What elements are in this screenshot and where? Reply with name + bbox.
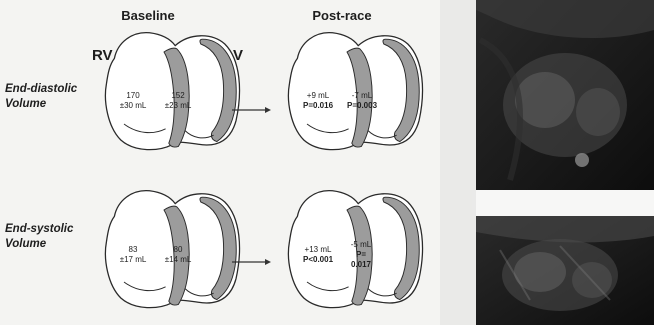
baseline-diastolic-lv-sd: ±23 mL — [165, 101, 192, 110]
post-diastolic-rv-p: P=0.016 — [303, 101, 334, 110]
baseline-diastolic-rv-sd: ±30 mL — [120, 101, 147, 110]
post-diastolic-lv-change: -7 mL — [352, 91, 373, 100]
post-systolic-rv-change: +13 mL — [305, 245, 332, 254]
row-label-systolic-line2: Volume — [5, 238, 47, 250]
post-systolic-lv-change: -5 mL — [351, 240, 372, 249]
post-diastolic-rv-change: +9 mL — [307, 91, 330, 100]
baseline-systolic-lv-sd: ±14 mL — [165, 255, 192, 264]
baseline-systolic-lv-value: 80 — [174, 245, 183, 254]
mri-divider — [472, 190, 654, 216]
header-post-race: Post-race — [312, 8, 371, 23]
row-label-diastolic-line1: End-diastolic — [5, 83, 78, 95]
post-systolic-lv-p-value: 0.017 — [351, 260, 372, 269]
post-systolic-lv-p: P= — [356, 250, 366, 259]
post-diastolic-lv-p: P=0.003 — [347, 101, 378, 110]
mri-image-top — [476, 0, 654, 190]
rv-label: RV — [92, 47, 113, 64]
baseline-diastolic-rv-value: 170 — [126, 91, 140, 100]
heart-baseline-systolic — [105, 191, 239, 308]
mri-left-glare — [440, 0, 476, 325]
row-label-systolic-line1: End-systolic — [5, 223, 74, 235]
baseline-systolic-rv-sd: ±17 mL — [120, 255, 147, 264]
baseline-diastolic-lv-value: 152 — [171, 91, 185, 100]
post-systolic-rv-p: P<0.001 — [303, 255, 334, 264]
header-baseline: Baseline — [121, 8, 174, 23]
baseline-systolic-rv-value: 83 — [129, 245, 138, 254]
mri-image-bottom — [476, 216, 654, 325]
row-label-diastolic-line2: Volume — [5, 98, 47, 110]
